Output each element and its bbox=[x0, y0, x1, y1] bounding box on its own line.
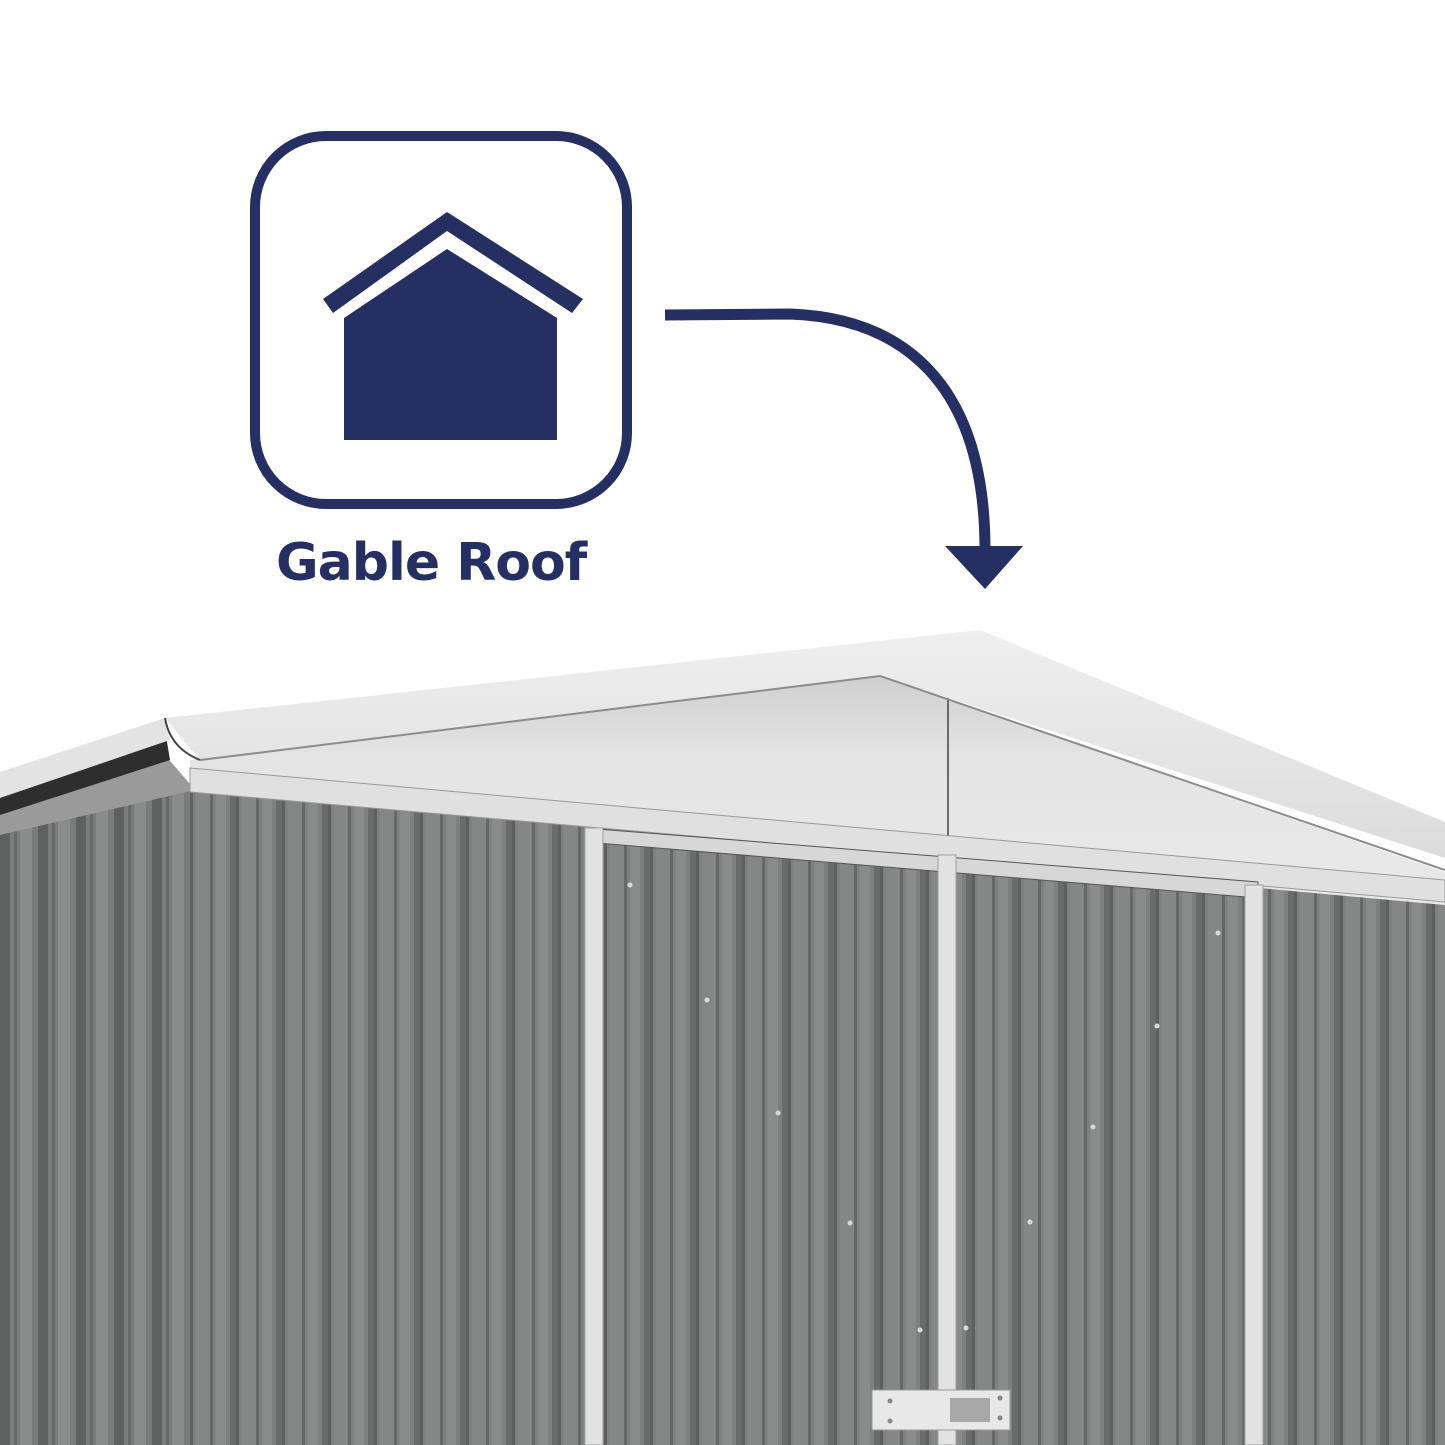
door-frame-center bbox=[937, 854, 957, 1445]
front-wall bbox=[190, 790, 1445, 1445]
side-wall bbox=[0, 785, 190, 1445]
feature-label: Gable Roof bbox=[276, 533, 587, 593]
door-latch bbox=[871, 1389, 1011, 1431]
gable-wall bbox=[190, 676, 1445, 905]
gable-roof-icon-card bbox=[250, 131, 632, 509]
door-frame-left bbox=[584, 827, 604, 1445]
roof bbox=[165, 630, 1445, 858]
door-frame-right bbox=[1244, 884, 1264, 1445]
gable-house-icon bbox=[323, 212, 583, 440]
